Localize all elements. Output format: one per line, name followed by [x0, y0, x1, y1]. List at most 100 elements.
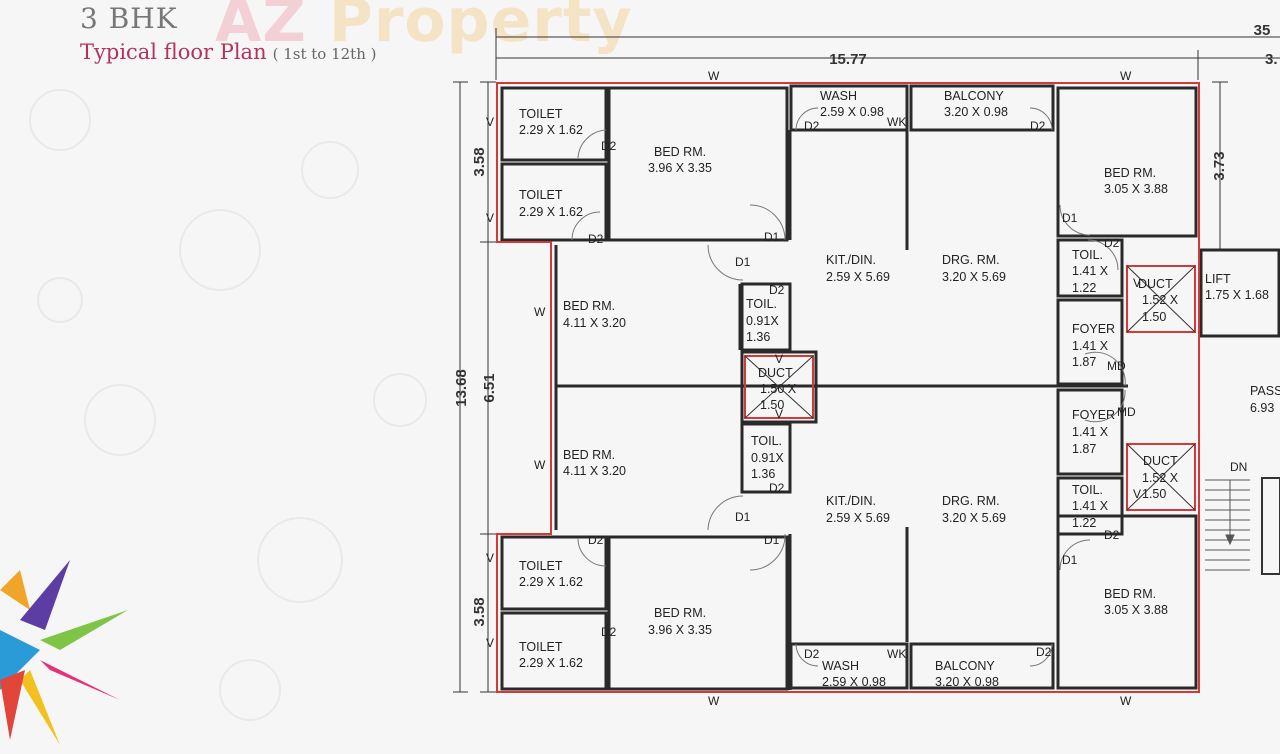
- window-mark: W: [708, 694, 720, 708]
- door-d1-mark: D1: [1062, 211, 1078, 225]
- bed-2-size: 4.11 X 3.20: [563, 316, 626, 330]
- bed-3-size: 4.11 X 3.20: [563, 464, 626, 478]
- toil-c2-name: TOIL.: [751, 434, 782, 448]
- ventilator-mark: V: [775, 352, 783, 366]
- door-d2-mark: D2: [1030, 119, 1046, 133]
- drg-2-name: DRG. RM.: [942, 494, 1000, 508]
- toilet-2-size: 2.29 X 1.62: [519, 205, 583, 219]
- ventilator-mark: V: [486, 211, 494, 225]
- wash-1-name: WASH: [820, 89, 857, 103]
- bed-2-name: BED RM.: [563, 299, 615, 313]
- bed-1-size: 3.96 X 3.35: [648, 161, 712, 175]
- door-d2-mark: D2: [804, 647, 820, 661]
- drg-1-size: 3.20 X 5.69: [942, 270, 1006, 284]
- duct-c-l2: 1.50: [760, 398, 784, 412]
- watermark-logo: AZ Property: [215, 0, 633, 56]
- dim-height-651: 6.51: [481, 373, 498, 402]
- toil-c1-l2: 1.36: [746, 330, 770, 344]
- md-mark: MD: [1107, 359, 1126, 373]
- bed-4-name: BED RM.: [654, 606, 706, 620]
- door-d2-mark: D2: [1104, 528, 1120, 542]
- window-mark: W: [1120, 69, 1132, 83]
- balcony-2-size: 3.20 X 0.98: [935, 675, 999, 689]
- passage-name: PASS: [1250, 384, 1280, 398]
- ventilator-mark: V: [775, 407, 783, 421]
- door-d2-mark: D2: [769, 481, 785, 495]
- bed-3-name: BED RM.: [563, 448, 615, 462]
- plan-title-text: Typical floor Plan: [80, 40, 267, 64]
- staircase: [1205, 477, 1280, 575]
- duct-r2-l2: 1.50: [1142, 487, 1166, 501]
- kit-2-name: KIT./DIN.: [826, 494, 876, 508]
- door-d1-mark: D1: [764, 230, 780, 244]
- window-mark: W: [534, 458, 546, 472]
- lift-name: LIFT: [1205, 272, 1231, 286]
- toilet-1-size: 2.29 X 1.62: [519, 123, 583, 137]
- bed-1-name: BED RM.: [654, 145, 706, 159]
- kit-1-size: 2.59 X 5.69: [826, 270, 890, 284]
- md-mark: MD: [1117, 405, 1136, 419]
- door-d2-mark: D2: [1104, 236, 1120, 250]
- duct-r2-name: DUCT: [1143, 454, 1178, 468]
- door-d2-mark: D2: [601, 625, 617, 639]
- dim-height-373: 3.73: [1211, 151, 1228, 180]
- door-d2-mark: D2: [601, 139, 617, 153]
- toilet-4-name: TOILET: [519, 640, 563, 654]
- door-d1-mark: D1: [735, 255, 751, 269]
- toilet-3-size: 2.29 X 1.62: [519, 575, 583, 589]
- balcony-1-size: 3.20 X 0.98: [944, 105, 1008, 119]
- balcony-2-name: BALCONY: [935, 659, 995, 673]
- toil-r2-name: TOIL.: [1072, 483, 1103, 497]
- toilet-3-name: TOILET: [519, 559, 563, 573]
- door-d1-mark: D1: [735, 510, 751, 524]
- drg-2-size: 3.20 X 5.69: [942, 511, 1006, 525]
- dimension-lines: [453, 28, 1280, 693]
- wash-1-size: 2.59 X 0.98: [820, 105, 884, 119]
- ventilator-mark: V: [486, 636, 494, 650]
- door-d2-mark: D2: [804, 119, 820, 133]
- door-d2-mark: D2: [588, 232, 604, 246]
- bed-4-size: 3.96 X 3.35: [648, 623, 712, 637]
- kit-1-name: KIT./DIN.: [826, 253, 876, 267]
- toil-r2-l1: 1.41 X: [1072, 499, 1109, 513]
- duct-r1-l2: 1.50: [1142, 310, 1166, 324]
- toilet-2-name: TOILET: [519, 188, 563, 202]
- duct-c-name: DUCT: [758, 366, 793, 380]
- ventilator-mark: V: [486, 551, 494, 565]
- toil-c1-l1: 0.91X: [746, 314, 779, 328]
- unit-type-title: 3 BHK: [80, 2, 178, 35]
- toil-c1-name: TOIL.: [746, 297, 777, 311]
- foyer-1-l2: 1.87: [1072, 355, 1096, 369]
- ducts: [744, 265, 1196, 511]
- toil-r2-l2: 1.22: [1072, 516, 1096, 530]
- kit-2-size: 2.59 X 5.69: [826, 511, 890, 525]
- bed-6-size: 3.05 X 3.88: [1104, 603, 1168, 617]
- duct-r1-l1: 1.52 X: [1142, 293, 1179, 307]
- duct-r2-l1: 1.52 X: [1142, 471, 1179, 485]
- window-mark: W: [1120, 694, 1132, 708]
- duct-c-l1: 1.50 X: [760, 382, 797, 396]
- bed-6-name: BED RM.: [1104, 587, 1156, 601]
- plan-title: Typical floor Plan ( 1st to 12th ): [80, 40, 377, 64]
- toil-c2-l2: 1.36: [751, 467, 775, 481]
- dim-overall-width-right: 3.: [1265, 51, 1278, 68]
- dim-height-358-bottom: 3.58: [471, 597, 488, 626]
- dim-width-1577: 15.77: [829, 51, 867, 68]
- door-d1-mark: D1: [764, 533, 780, 547]
- foyer-2-l1: 1.41 X: [1072, 425, 1109, 439]
- door-d1-mark: D1: [1062, 553, 1078, 567]
- toil-r1-l2: 1.22: [1072, 281, 1096, 295]
- foyer-1-name: FOYER: [1072, 322, 1115, 336]
- passage-size: 6.93: [1250, 401, 1274, 415]
- door-swings: [571, 107, 1126, 667]
- dim-overall-width: 35: [1254, 22, 1271, 39]
- balcony-1-name: BALCONY: [944, 89, 1004, 103]
- plan-floors: ( 1st to 12th ): [272, 45, 377, 63]
- wash-2-size: 2.59 X 0.98: [822, 675, 886, 689]
- window-mark: W: [534, 305, 546, 319]
- foyer-2-l2: 1.87: [1072, 442, 1096, 456]
- ventilator-mark: V: [1133, 487, 1141, 501]
- door-d2-mark: D2: [769, 283, 785, 297]
- door-d2-mark: D2: [1036, 645, 1052, 659]
